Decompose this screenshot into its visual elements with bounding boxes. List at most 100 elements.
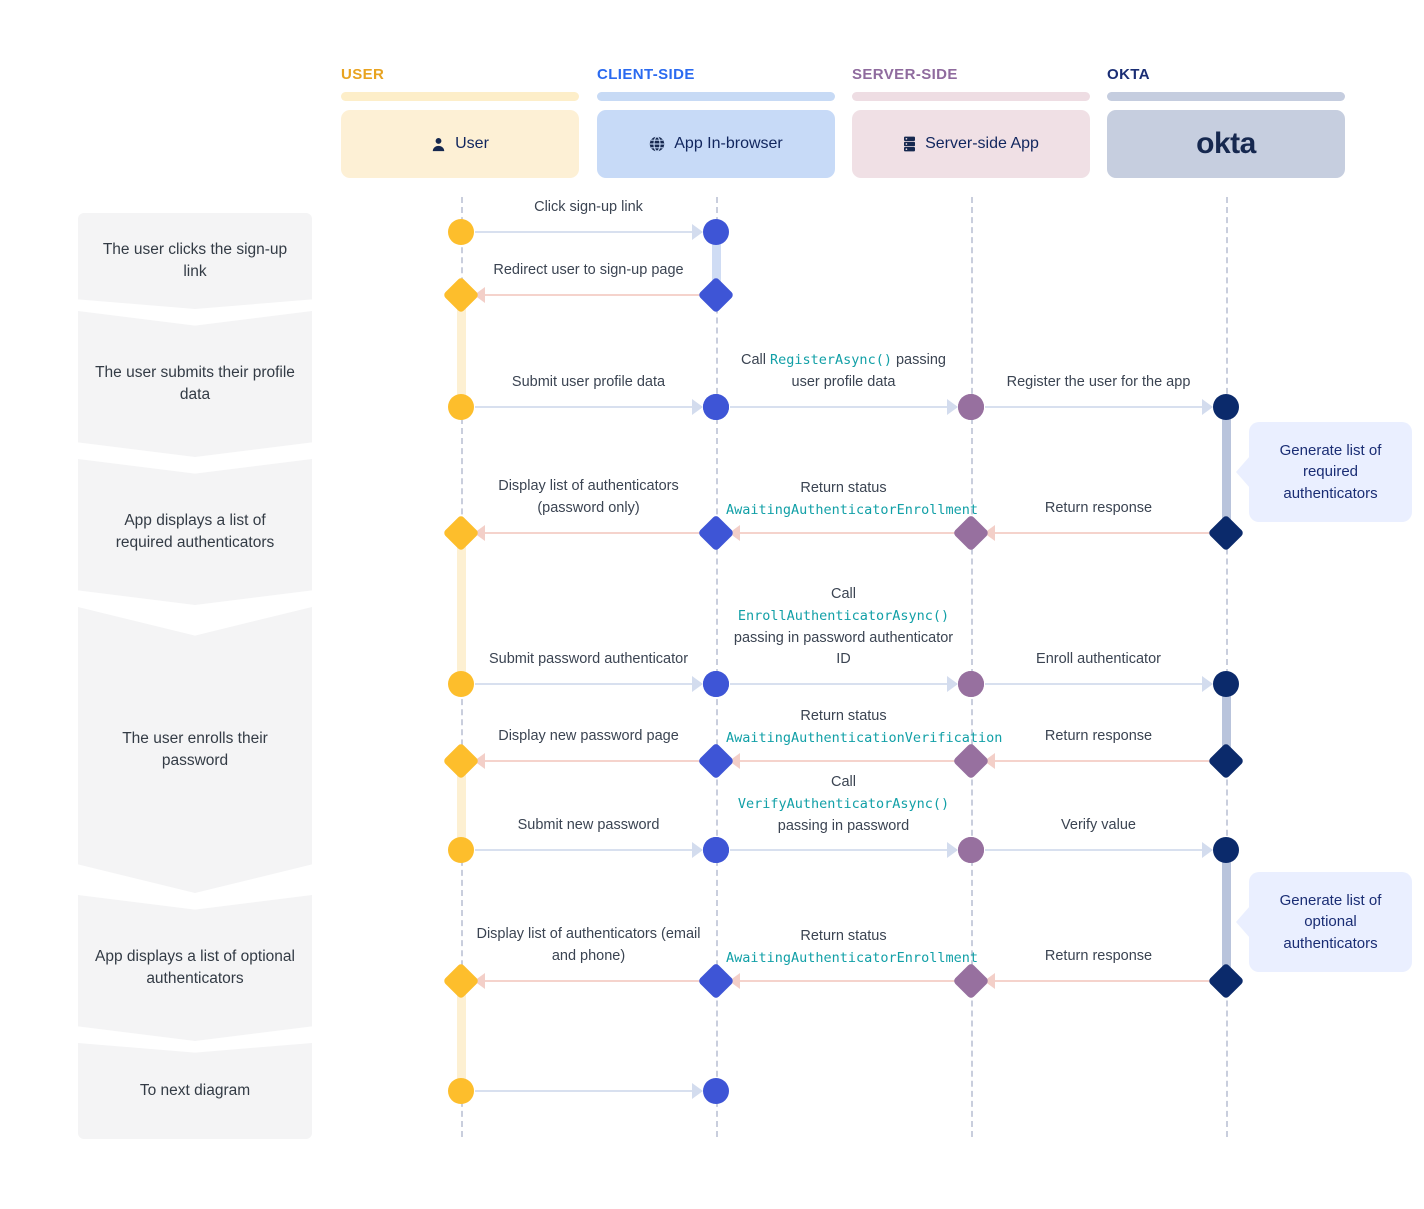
column-accent-bar-4 <box>1107 92 1345 101</box>
message-target-node-return-status-awaiting-enroll-1 <box>697 514 735 552</box>
message-arrow-submit-new-password <box>475 842 703 858</box>
message-source-node-return-response-2 <box>1207 742 1245 780</box>
arrow-head <box>729 525 740 541</box>
lifeline-server-side-app <box>971 197 973 1137</box>
step-label: App displays a list of optional authenti… <box>95 947 295 987</box>
callout-generate-required: Generate list of required authenticators <box>1249 422 1412 522</box>
message-source-node-register-user <box>958 394 984 420</box>
message-label-call-enrollauthenticatorasync: Call EnrollAuthenticatorAsync() passing … <box>733 586 954 668</box>
arrow-head <box>947 399 958 415</box>
actor-label-1: User <box>455 135 489 152</box>
message-target-node-verify-value <box>1213 837 1239 863</box>
message-label-enroll-authenticator: Enroll authenticator <box>1036 651 1161 667</box>
arrow-head <box>729 753 740 769</box>
message-label-display-required-auths: Display list of authenticators (password… <box>498 478 679 516</box>
arrow-line <box>730 849 957 851</box>
message-source-node-call-enrollauthenticatorasync <box>703 671 729 697</box>
column-accent-bar-3 <box>852 92 1090 101</box>
message-source-node-return-response-3 <box>1207 962 1245 1000</box>
message-arrow-submit-profile <box>475 399 703 415</box>
person-icon <box>431 137 446 152</box>
message-arrow-register-user <box>985 399 1213 415</box>
arrow-head <box>1202 399 1213 415</box>
arrow-head <box>984 753 995 769</box>
step-block-1: The user clicks the sign-up link <box>78 213 312 309</box>
message-arrow-call-verifyauthenticatorasync <box>730 842 958 858</box>
message-source-node-to-next-diagram <box>448 1078 474 1104</box>
message-target-node-click-signup <box>703 219 729 245</box>
activation-bar-6 <box>457 760 466 852</box>
message-source-node-call-registerasync <box>703 394 729 420</box>
message-arrow-click-signup <box>475 224 703 240</box>
arrow-head <box>984 525 995 541</box>
arrow-line <box>475 683 702 685</box>
message-label-register-user: Register the user for the app <box>1006 374 1191 390</box>
message-source-node-submit-new-password <box>448 837 474 863</box>
okta-logo: okta <box>1196 127 1256 160</box>
arrow-line <box>730 760 957 762</box>
arrow-head <box>947 842 958 858</box>
lifeline-app-in-browser <box>716 197 718 1137</box>
message-target-node-register-user <box>1213 394 1239 420</box>
arrow-head <box>947 676 958 692</box>
message-arrow-redirect-signup <box>474 287 702 303</box>
message-arrow-verify-value <box>985 842 1213 858</box>
message-arrow-call-registerasync <box>730 399 958 415</box>
message-arrow-return-response-1 <box>984 525 1212 541</box>
callout-text: Generate list of required authenticators <box>1279 442 1382 502</box>
arrow-line <box>475 849 702 851</box>
message-arrow-display-required-auths <box>474 525 702 541</box>
activation-bar-2 <box>457 294 466 409</box>
step-block-6: To next diagram <box>78 1043 312 1139</box>
arrow-head <box>1202 676 1213 692</box>
callout-text: Generate list of optional authenticators <box>1279 892 1382 952</box>
message-label-call-registerasync: Call RegisterAsync() passing user profil… <box>741 352 946 390</box>
arrow-head <box>692 224 703 240</box>
message-source-node-call-verifyauthenticatorasync <box>703 837 729 863</box>
actor-box-okta[interactable]: okta <box>1107 110 1345 178</box>
arrow-head <box>692 1083 703 1099</box>
message-target-node-display-new-password-page <box>442 742 480 780</box>
arrow-head <box>984 973 995 989</box>
message-arrow-return-status-awaiting-enroll-2 <box>729 973 957 989</box>
actor-box-user[interactable]: User <box>341 110 579 178</box>
message-label-click-signup: Click sign-up link <box>534 199 643 215</box>
message-label-display-optional-auths: Display list of authenticators (email an… <box>476 926 701 964</box>
arrow-head <box>1202 842 1213 858</box>
arrow-line <box>985 683 1212 685</box>
arrow-head <box>692 676 703 692</box>
message-source-node-verify-value <box>958 837 984 863</box>
message-arrow-return-response-3 <box>984 973 1212 989</box>
activation-bar-5 <box>1222 683 1231 763</box>
column-accent-bar-1 <box>341 92 579 101</box>
arrow-line <box>985 849 1212 851</box>
globe-icon <box>649 136 665 152</box>
arrow-line <box>730 980 957 982</box>
arrow-line <box>475 1090 702 1092</box>
message-source-node-click-signup <box>448 219 474 245</box>
column-header-3: SERVER-SIDE Server-side App <box>852 66 1090 178</box>
column-title-3: SERVER-SIDE <box>852 66 958 83</box>
arrow-line <box>475 532 702 534</box>
step-label: The user submits their profile data <box>95 363 295 403</box>
arrow-line <box>475 980 702 982</box>
arrow-line <box>730 532 957 534</box>
message-source-node-submit-password-auth <box>448 671 474 697</box>
message-label-submit-new-password: Submit new password <box>517 817 660 833</box>
message-label-return-response-1: Return response <box>1044 500 1153 516</box>
arrow-head <box>474 973 485 989</box>
lifeline-okta <box>1226 197 1228 1137</box>
message-label-submit-password-auth: Submit password authenticator <box>488 651 689 667</box>
actor-box-server-side-app[interactable]: Server-side App <box>852 110 1090 178</box>
actor-box-app-in-browser[interactable]: App In-browser <box>597 110 835 178</box>
message-target-node-redirect-signup <box>442 276 480 314</box>
step-block-4: The user enrolls their password <box>78 607 312 893</box>
message-target-node-return-response-1 <box>952 514 990 552</box>
step-block-5: App displays a list of optional authenti… <box>78 895 312 1041</box>
message-target-node-return-response-3 <box>952 962 990 1000</box>
message-target-node-display-required-auths <box>442 514 480 552</box>
arrow-line <box>985 406 1212 408</box>
